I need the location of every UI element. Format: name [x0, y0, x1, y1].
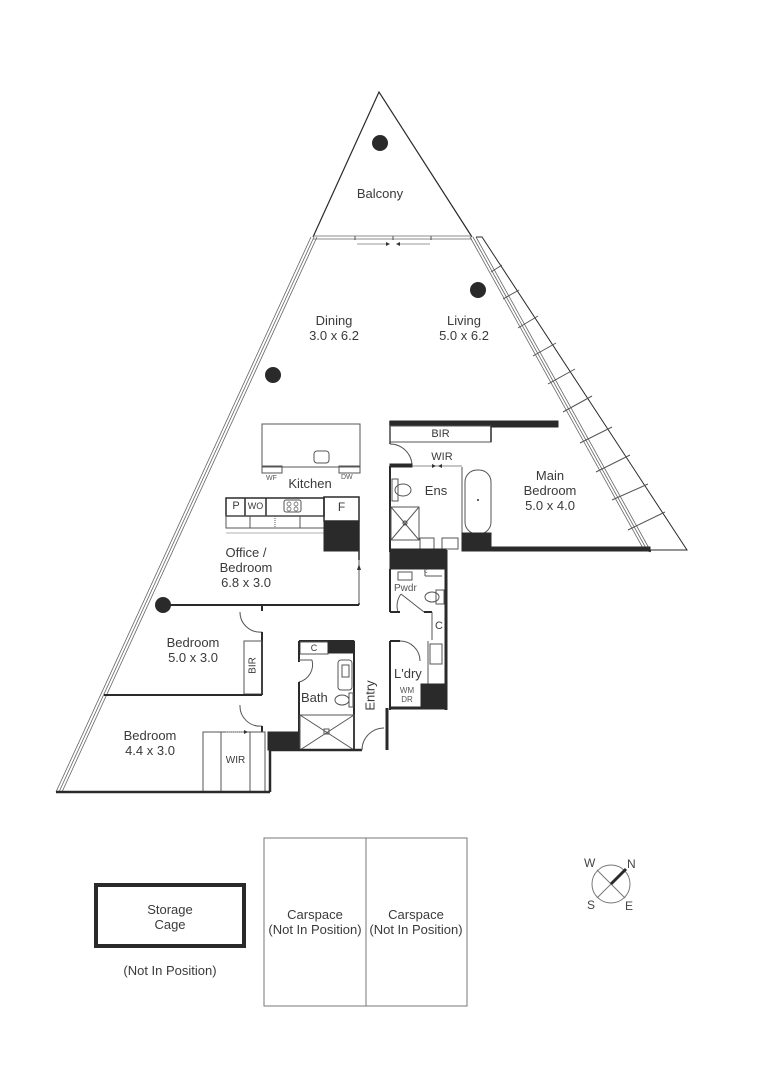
bedroom-walls: [56, 604, 359, 794]
right-facade: [469, 236, 688, 551]
balcony: [312, 90, 473, 246]
kitchen: [225, 423, 361, 605]
compass-icon: [591, 864, 631, 904]
column-icon: [265, 367, 281, 383]
carspace-1: [263, 837, 367, 1007]
column-icon: [372, 135, 388, 151]
storage-cage: [94, 883, 246, 948]
service-core: [385, 550, 448, 750]
carspace-2: [365, 837, 468, 1007]
bathroom: [270, 640, 385, 752]
left-facade: [55, 236, 318, 793]
main-bedroom-walls: [389, 420, 652, 570]
column-icon: [470, 282, 486, 298]
